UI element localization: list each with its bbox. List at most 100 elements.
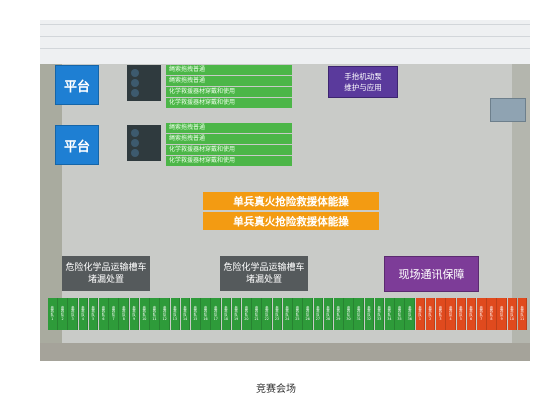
building-roof <box>40 20 530 64</box>
task-item[interactable]: 绳索拖拽普通 <box>166 134 292 144</box>
station-char: 参 <box>305 305 310 310</box>
comms-support-zone[interactable]: 现场通讯保障 <box>384 256 479 292</box>
station-char: 13 <box>172 316 177 321</box>
hazmat-line-1: 危险化学品运输槽车 <box>223 262 305 273</box>
platform-1[interactable]: 平台 <box>55 65 99 105</box>
station-char: 16 <box>203 316 208 321</box>
station-char: 赛 <box>520 309 524 314</box>
station-char: 参 <box>244 305 248 310</box>
station-char: 参 <box>489 305 494 310</box>
hazmat-zone-2[interactable]: 危险化学品运输槽车 堵漏处置 <box>220 256 308 291</box>
station-char: 赛 <box>377 309 381 314</box>
station-char: 队 <box>479 313 483 317</box>
task-item[interactable]: 绳索拖拽普通 <box>166 65 292 75</box>
station-char: 参 <box>132 305 136 310</box>
station-char: 参 <box>50 305 54 310</box>
station-char: 队 <box>448 313 453 317</box>
station-char: 参 <box>500 305 504 310</box>
station-char: 队 <box>469 313 473 317</box>
task-item[interactable]: 化学救援器材穿戴和使用 <box>166 87 292 97</box>
hazmat-line-2: 堵漏处置 <box>245 274 282 285</box>
fire-drill-zone-1[interactable]: 单兵真火抢险救援体能操 <box>203 192 379 210</box>
station-char: 参 <box>479 305 483 310</box>
task-item[interactable]: 绳索拖拽普通 <box>166 76 292 86</box>
task-item[interactable]: 化学救援器材穿戴和使用 <box>166 156 292 166</box>
task-list-2: 绳索拖拽普通 绳索拖拽普通 化学救援器材穿戴和使用 化学救援器材穿戴和使用 <box>166 123 292 166</box>
station-char: 18 <box>223 316 229 321</box>
station-char: 赛 <box>91 309 95 314</box>
station-char: 参 <box>81 305 85 310</box>
station-char: 队 <box>224 313 228 317</box>
platform-1-equipment <box>127 65 161 101</box>
station-char: 32 <box>366 316 371 321</box>
fire-drill-zone-2[interactable]: 单兵真火抢险救援体能操 <box>203 212 379 230</box>
station-char: 11 <box>152 316 157 321</box>
station-char: 队 <box>316 313 320 317</box>
task-item[interactable]: 绳索拖拽普通 <box>166 123 292 133</box>
station-char: 赛 <box>162 309 167 314</box>
task-item[interactable]: 化学救援器材穿戴和使用 <box>166 98 292 108</box>
station-char: 赛 <box>438 309 443 314</box>
station-char: 队 <box>326 313 330 317</box>
pump-maintenance-zone[interactable]: 手抬机动泵 维护与应用 <box>328 66 398 98</box>
platform-2[interactable]: 平台 <box>55 125 99 165</box>
station-char: 参 <box>418 305 422 310</box>
station-char: 队 <box>142 313 146 317</box>
station-char: 队 <box>285 313 289 317</box>
station-char: 参 <box>60 305 65 310</box>
station-char: 队 <box>203 313 208 317</box>
hazmat-zone-1[interactable]: 危险化学品运输槽车 堵漏处置 <box>62 256 150 291</box>
station-char: 队 <box>265 313 269 317</box>
station-char: 参 <box>111 305 116 310</box>
task-item[interactable]: 化学救援器材穿戴和使用 <box>166 145 292 155</box>
station-char: 参 <box>254 305 259 310</box>
